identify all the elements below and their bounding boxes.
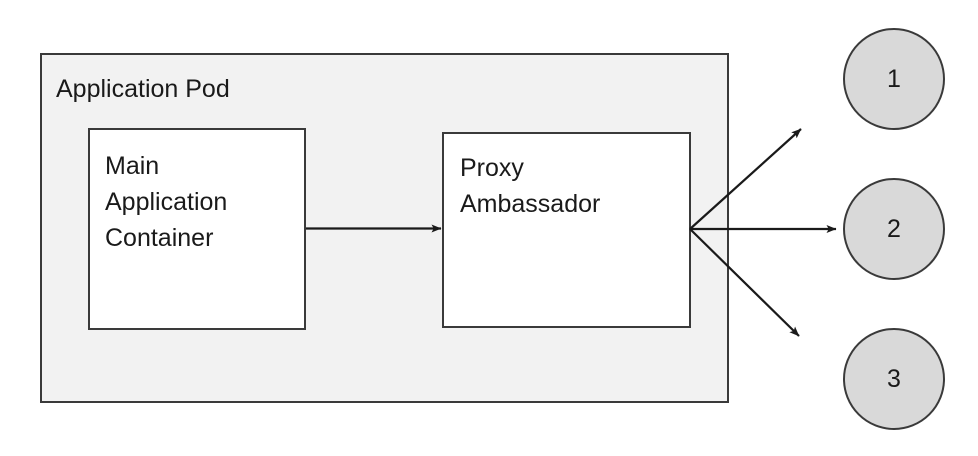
service-node-2-label: 2 xyxy=(887,214,901,243)
main-application-container-label: Main Application Container xyxy=(105,152,228,252)
proxy-ambassador-label: Proxy Ambassador xyxy=(460,154,601,218)
service-node-3-label: 3 xyxy=(887,364,901,393)
application-pod-label: Application Pod xyxy=(56,75,230,103)
proxy-ambassador-box[interactable]: Proxy Ambassador xyxy=(442,132,691,328)
service-node-2[interactable]: 2 xyxy=(843,178,945,280)
service-node-1-label: 1 xyxy=(887,64,901,93)
service-node-3[interactable]: 3 xyxy=(843,328,945,430)
main-application-container-box[interactable]: Main Application Container xyxy=(88,128,306,330)
service-node-1[interactable]: 1 xyxy=(843,28,945,130)
